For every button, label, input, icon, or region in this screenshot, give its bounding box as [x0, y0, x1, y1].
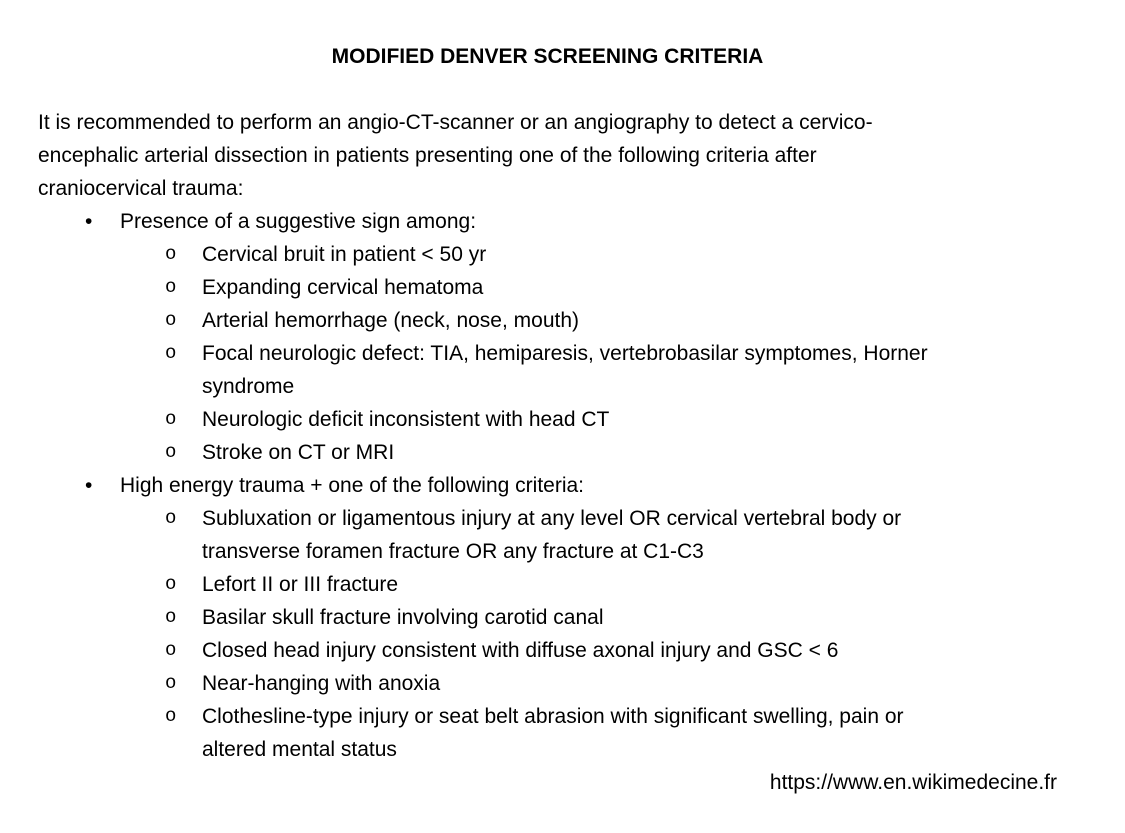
sub-list-item-text: Focal neurologic defect: TIA, hemiparesi… [202, 342, 928, 398]
sub-list-item: o Arterial hemorrhage (neck, nose, mouth… [38, 304, 1057, 337]
sub-list-item-text: Expanding cervical hematoma [202, 276, 484, 299]
sub-list-item-text: Basilar skull fracture involving carotid… [202, 606, 604, 629]
circle-bullet-icon: o [165, 309, 177, 331]
circle-bullet-icon: o [165, 441, 177, 463]
sub-list-item-text: Neurologic deficit inconsistent with hea… [202, 408, 610, 431]
sub-list-item-text: Stroke on CT or MRI [202, 441, 395, 464]
sub-list-item: o Cervical bruit in patient < 50 yr [38, 238, 1057, 271]
circle-bullet-icon: o [165, 606, 177, 628]
sub-list-item: o Lefort II or III fracture [38, 568, 1057, 601]
sub-list-item-text: Cervical bruit in patient < 50 yr [202, 243, 487, 266]
sub-list-item-text: Lefort II or III fracture [202, 573, 399, 596]
circle-bullet-icon: o [165, 408, 177, 430]
sub-list-item-text: Closed head injury consistent with diffu… [202, 639, 839, 662]
sub-list-item: o Stroke on CT or MRI [38, 436, 1057, 469]
circle-bullet-icon: o [165, 276, 177, 298]
sub-list-item-text: Arterial hemorrhage (neck, nose, mouth) [202, 309, 580, 332]
sub-list-item: o Basilar skull fracture involving carot… [38, 601, 1057, 634]
bullet-dot-icon: • [85, 210, 93, 233]
source-url: https://www.en.wikimedecine.fr [769, 771, 1057, 794]
bullet-item: • Presence of a suggestive sign among: [38, 205, 1057, 238]
circle-bullet-icon: o [165, 573, 177, 595]
circle-bullet-icon: o [165, 672, 177, 694]
bullet-dot-icon: • [85, 474, 93, 497]
circle-bullet-icon: o [165, 342, 177, 364]
bullet-item: • High energy trauma + one of the follow… [38, 469, 1057, 502]
sub-list-item: o Neurologic deficit inconsistent with h… [38, 403, 1057, 436]
sub-list-item: o Expanding cervical hematoma [38, 271, 1057, 304]
bullet-item-heading: High energy trauma + one of the followin… [120, 474, 584, 497]
circle-bullet-icon: o [165, 507, 177, 529]
circle-bullet-icon: o [165, 243, 177, 265]
sub-list-item-text: Near-hanging with anoxia [202, 672, 441, 695]
sub-list-item: o Subluxation or ligamentous injury at a… [38, 502, 1057, 568]
sub-list-item: o Closed head injury consistent with dif… [38, 634, 1057, 667]
bullet-item-heading: Presence of a suggestive sign among: [120, 210, 477, 233]
sub-list-item-text: Clothesline-type injury or seat belt abr… [202, 705, 904, 761]
circle-bullet-icon: o [165, 639, 177, 661]
circle-bullet-icon: o [165, 705, 177, 727]
sub-list-item: o Clothesline-type injury or seat belt a… [38, 700, 1057, 766]
intro-paragraph: It is recommended to perform an angio-CT… [38, 111, 873, 200]
document-title: MODIFIED DENVER SCREENING CRITERIA [331, 45, 764, 68]
sub-list-item: o Near-hanging with anoxia [38, 667, 1057, 700]
sub-list-item-text: Subluxation or ligamentous injury at any… [202, 507, 902, 563]
sub-list-item: o Focal neurologic defect: TIA, hemipare… [38, 337, 1057, 403]
